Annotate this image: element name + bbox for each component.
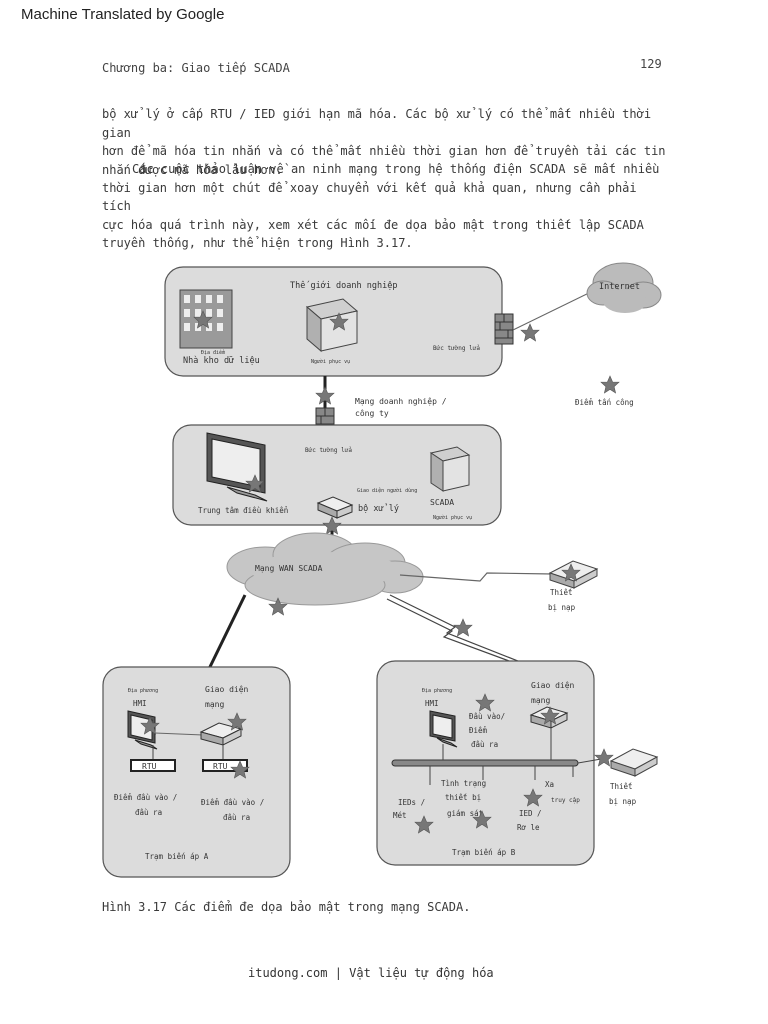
attack-star-icon bbox=[520, 323, 540, 342]
p1-line-2: hơn để mã hóa tin nhắn và có thể mất nhi… bbox=[102, 144, 666, 158]
server-icon bbox=[305, 298, 359, 353]
sub-b-ieds-label-1: IEDs / bbox=[398, 798, 425, 807]
sub-b-bus bbox=[391, 759, 579, 767]
sub-a-io2-label-2: đầu ra bbox=[223, 813, 250, 822]
paragraph-2: Các cuộc thảo luận về an ninh mạng trong… bbox=[102, 160, 672, 253]
scada-server-icon bbox=[429, 446, 471, 492]
field-device-b-label-2: bị nạp bbox=[609, 797, 637, 806]
sub-b-io-label-3: đầu ra bbox=[471, 740, 498, 749]
scada-security-figure: Địa điểm Nhà kho dữ liệu Thế giới doanh … bbox=[95, 255, 715, 895]
rtu-2-box bbox=[202, 759, 248, 772]
chapter-header: Chương ba: Giao tiếp SCADA bbox=[102, 61, 290, 75]
sub-b-local-label: Địa phương bbox=[422, 688, 452, 694]
rtu-1-label: RTU bbox=[142, 762, 157, 771]
p2-line-3: cực hóa quá trình này, xem xét các mối đ… bbox=[102, 217, 644, 232]
sub-b-io-label-2: Điểm bbox=[469, 726, 488, 735]
substation-a-link bbox=[205, 594, 247, 674]
sub-b-hmi-label: HMI bbox=[425, 699, 439, 708]
scada-label: SCADA bbox=[430, 498, 454, 507]
internet-link bbox=[512, 289, 596, 331]
processor-label: bộ xử lý bbox=[358, 503, 399, 514]
legend-star-icon bbox=[600, 375, 620, 394]
machine-translated-banner: Machine Translated by Google bbox=[21, 6, 225, 23]
sub-a-netif-label-1: Giao diện bbox=[205, 685, 249, 694]
sub-b-ied-label-1: IED / bbox=[519, 809, 542, 818]
sub-b-monitor-icon bbox=[429, 710, 458, 748]
sub-b-netif-label-1: Giao diện bbox=[531, 681, 575, 690]
sub-a-io1-label-2: đầu ra bbox=[135, 808, 162, 817]
field-device-label-1: Thiết bbox=[550, 588, 573, 597]
page-number: 129 bbox=[640, 57, 662, 71]
scada-server-small-label: Người phục vụ bbox=[433, 514, 472, 521]
paragraph-1: bộ xử lý ở cấp RTU / IED giới hạn mã hóa… bbox=[102, 105, 672, 179]
sub-b-status-label-3: giám sát bbox=[447, 809, 483, 818]
monitor-icon bbox=[206, 432, 268, 502]
sub-b-status-label-1: Tình trạng bbox=[441, 779, 486, 788]
substation-b-link bbox=[389, 594, 524, 664]
attack-star-icon bbox=[594, 748, 614, 767]
processor-icon bbox=[316, 496, 354, 519]
sub-a-monitor-icon bbox=[127, 710, 158, 750]
enterprise-title: Thế giới doanh nghiệp bbox=[290, 280, 397, 291]
control-firewall-label: Bức tường lửa bbox=[305, 447, 352, 454]
field-device-label-2: bị nạp bbox=[548, 603, 576, 612]
p2-line-1: Các cuộc thảo luận về an ninh mạng trong… bbox=[132, 162, 660, 176]
sub-b-title: Trạm biến áp B bbox=[452, 848, 516, 857]
internet-cloud-icon bbox=[586, 262, 662, 313]
sub-b-ieds-label-2: Mét bbox=[393, 811, 407, 820]
wan-cloud-icon bbox=[226, 532, 424, 606]
p1-line-1: bộ xử lý ở cấp RTU / IED giới hạn mã hóa… bbox=[102, 107, 652, 140]
wan-label: Mạng WAN SCADA bbox=[255, 564, 323, 573]
page-footer: itudong.com | Vật liệu tự động hóa bbox=[248, 966, 494, 980]
sub-b-ied-label-2: Rơ le bbox=[517, 823, 540, 832]
figure-caption: Hình 3.17 Các điểm đe dọa bảo mật trong … bbox=[102, 900, 471, 914]
datastore-label: Nhà kho dữ liệu bbox=[183, 356, 260, 366]
server-small-label: Người phục vụ bbox=[311, 358, 350, 365]
sub-b-access-label: truy cập bbox=[551, 797, 580, 804]
sub-a-hmi-label: HMI bbox=[133, 699, 147, 708]
sub-a-lan bbox=[154, 732, 204, 736]
sub-b-io-label-1: Đầu vào/ bbox=[469, 712, 505, 721]
control-center-label: Trung tâm điều khiển bbox=[198, 506, 288, 515]
sub-b-remote-label: Xa bbox=[545, 780, 554, 789]
corp-network-label-1: Mạng doanh nghiệp / bbox=[355, 397, 447, 406]
field-device-b-icon bbox=[609, 748, 659, 777]
rtu-2-label: RTU bbox=[213, 762, 228, 771]
field-device-link bbox=[399, 572, 554, 582]
sub-b-status-label-2: thiết bị bbox=[445, 793, 481, 802]
field-device-b-label-1: Thiết bbox=[610, 782, 633, 791]
sub-b-netif-label-2: mạng bbox=[531, 696, 550, 705]
sub-a-io1-label-1: Điểm đầu vào / bbox=[114, 793, 177, 802]
datastore-small-label: Địa điểm bbox=[201, 349, 225, 356]
p2-line-2: thời gian hơn một chút để xoay chuyển vớ… bbox=[102, 180, 637, 214]
attack-point-label: Điểm tấn công bbox=[575, 398, 634, 407]
rtu-1-box bbox=[130, 759, 176, 772]
corp-network-label-2: công ty bbox=[355, 408, 389, 418]
firewall-icon bbox=[494, 313, 514, 345]
sub-a-title: Trạm biến áp A bbox=[145, 852, 209, 861]
sub-a-io2-label-1: Điểm đầu vào / bbox=[201, 798, 264, 807]
p2-line-4: truyền thống, như thể hiện trong Hình 3.… bbox=[102, 236, 413, 250]
sub-a-local-label: Địa phương bbox=[128, 688, 158, 694]
enterprise-firewall-label: Bức tường lửa bbox=[433, 345, 480, 352]
p1-line-3: nhắn được mã hóa lâu hơn. bbox=[102, 162, 283, 177]
hmi-small-label: Giao diện người dùng bbox=[357, 487, 417, 494]
attack-star-icon bbox=[453, 618, 473, 637]
internet-label: Internet bbox=[599, 282, 640, 292]
sub-a-netif-label-2: mạng bbox=[205, 700, 224, 709]
